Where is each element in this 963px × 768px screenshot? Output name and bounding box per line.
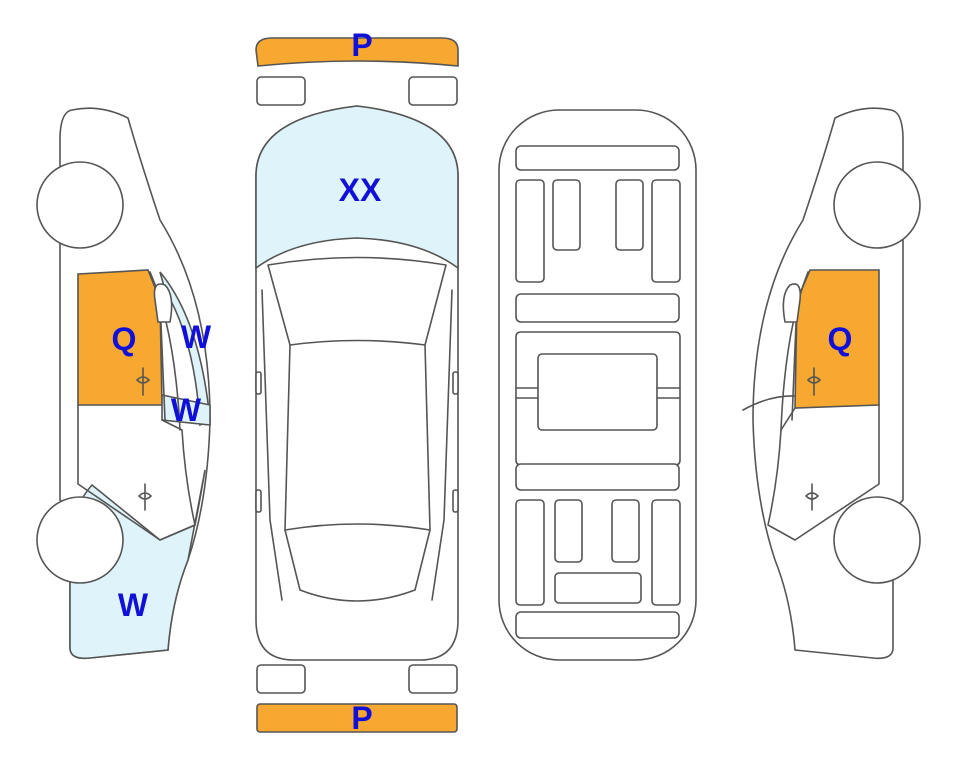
under-panel [554,499,583,563]
under-panel [554,572,642,604]
left-front-window-label: W [171,392,202,428]
under-panel [515,179,545,283]
under-panel [615,179,644,251]
left-rear-door-lines [77,404,196,541]
under-panel [552,179,581,251]
under-panel [515,293,680,323]
front-left-tire [256,76,306,106]
front-right-tire [408,76,458,106]
hood[interactable] [255,105,459,270]
rear-window [284,529,431,602]
windshield [267,256,447,346]
right-handle-rear [805,483,819,511]
rear-right-tire [408,664,458,694]
left-handle-rear [138,483,152,511]
underside-view [498,109,697,661]
right-mirror-top [452,371,459,395]
under-panel [515,145,680,171]
right-handle-front [807,367,821,396]
front-bumper[interactable] [255,37,459,67]
under-panel [515,499,545,606]
right-side-line [431,289,453,601]
under-panel [515,611,680,639]
under-panel [515,463,680,491]
left-handle-front [136,367,150,396]
left-mirror-top [255,371,262,395]
left-rear-mark [255,489,262,513]
roof [284,344,431,531]
left-side-view: Q W W W [36,107,212,660]
right-front-wheel [833,161,921,249]
left-mirror [153,283,173,323]
left-rear-wheel [36,496,124,584]
under-panel [651,499,681,606]
right-front-door-label: Q [828,321,853,357]
left-front-fender-label: W [118,587,149,623]
top-view: P XX P [255,27,459,736]
right-mirror [782,283,802,323]
front-bumper-label: P [351,27,372,63]
under-panel [537,353,658,431]
right-side-view: Q [742,107,921,660]
left-side-line [261,289,283,601]
under-panel [611,499,640,563]
left-front-wheel [36,161,124,249]
under-panel [651,179,681,283]
right-front-door[interactable] [794,269,880,409]
right-rear-door-lines [767,404,880,541]
rear-bumper[interactable] [256,703,458,733]
rear-bumper-label: P [351,700,372,736]
right-rear-wheel [833,496,921,584]
left-front-window[interactable] [161,394,211,426]
left-front-door[interactable] [77,269,163,406]
left-windshield-edge-label: W [181,319,212,355]
rear-left-tire [256,664,306,694]
left-front-door-label: Q [112,321,137,357]
hood-label: XX [339,172,382,208]
right-rear-mark [452,489,459,513]
